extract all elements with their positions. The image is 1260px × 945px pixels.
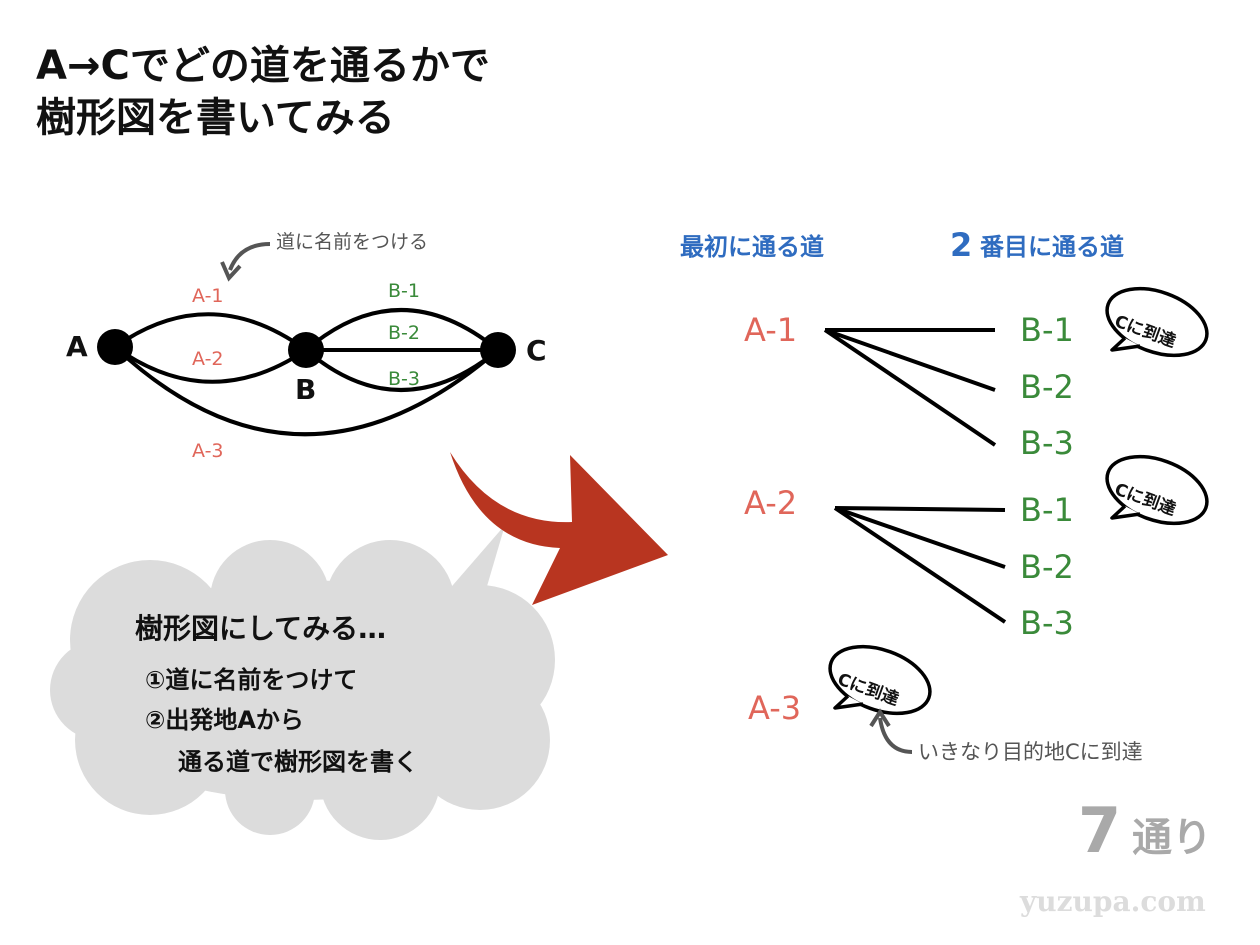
cloud-heading: 樹形図にしてみる… [135,612,387,645]
node-label-c: C [526,334,547,367]
speech-bubbles [828,286,1209,716]
tree-a2-b3: B-3 [1020,604,1074,642]
bubble-2 [1105,454,1209,526]
arrowhead-icon [220,261,242,282]
tree-a1: A-1 [744,311,798,349]
edge-label-a1: A-1 [192,285,224,307]
thought-cloud [50,525,555,840]
tree-a1-b2: B-2 [1020,368,1074,406]
edge-a3 [113,345,500,437]
graph-edges [113,308,500,437]
tree-a2-b2: B-2 [1020,548,1074,586]
curved-arrow-icon [878,717,913,754]
header-second-road: 番目に通る道 [980,233,1124,261]
edge-a1 [113,312,308,352]
cloud-step-1: ①道に名前をつけて [145,666,358,694]
arrowhead-icon [869,708,891,728]
node-a [97,329,133,365]
header-first-road: 最初に通る道 [680,233,824,261]
tree-lines [823,328,1007,624]
tree-a1-b3: B-3 [1020,424,1074,462]
cloud-step-2: ②出発地Aから [145,706,304,734]
total-unit: 通り [1132,815,1212,861]
node-label-a: A [66,330,88,363]
watermark: yuzupa.com [1020,885,1206,918]
edge-label-b1: B-1 [388,280,420,302]
big-arrow-icon [450,452,668,605]
total-number: 7 [1078,794,1122,867]
curved-arrow-icon [228,242,271,271]
tree-a1-b1: B-1 [1020,311,1074,349]
tree-a2-b1: B-1 [1020,491,1074,529]
cloud-step-2b: 通る道で樹形図を書く [178,748,418,776]
title-line-2: 樹形図を書いてみる [36,95,395,141]
edge-label-b3: B-3 [388,368,420,390]
tree-a2: A-2 [744,484,798,522]
edge-label-a3: A-3 [192,440,224,462]
node-b [288,332,324,368]
header-second-number: 2 [950,226,973,264]
node-label-b: B [295,373,317,406]
graph-note: 道に名前をつける [276,231,429,253]
bubble-1 [1105,286,1209,358]
a3-note: いきなり目的地Cに到達 [918,740,1143,764]
edge-b1 [304,308,500,352]
bubble-3 [828,644,932,716]
edge-a2 [113,345,308,384]
tree-a3: A-3 [748,689,802,727]
edge-label-b2: B-2 [388,322,420,344]
edge-b3 [304,348,500,392]
node-c [480,332,516,368]
title-line-1: A→Cでどの道を通るかで [36,43,490,89]
edge-label-a2: A-2 [192,348,224,370]
